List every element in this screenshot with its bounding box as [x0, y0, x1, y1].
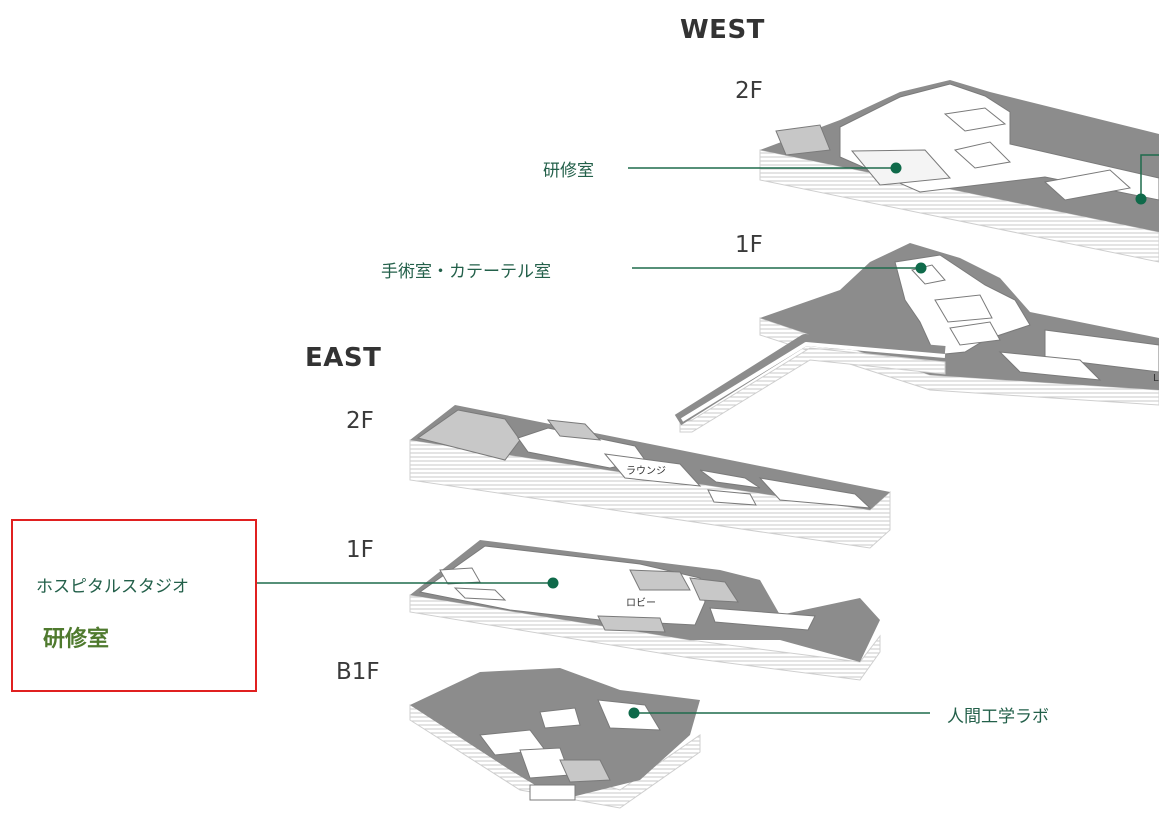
- west-2f-floor[interactable]: [759, 80, 1159, 263]
- highlight-box: [11, 519, 257, 692]
- leader-line-west-2f-right: [1140, 154, 1159, 199]
- east-floor-b1f-label: B1F: [336, 659, 380, 685]
- west-1f-floor[interactable]: [759, 243, 1159, 406]
- room-lobby: ロビー: [626, 597, 656, 609]
- label-east-b1-ergonomics[interactable]: 人間工学ラボ: [947, 707, 1049, 727]
- east-b1f-floor[interactable]: [409, 668, 701, 809]
- east-floor-1f-label: 1F: [346, 537, 374, 563]
- west-heading: WEST: [680, 15, 765, 45]
- room-lounge: ラウンジ: [626, 465, 666, 477]
- room-west-1f-partial: L: [1153, 373, 1159, 384]
- marker-west-2f-right[interactable]: [1135, 193, 1147, 205]
- east-1f-floor[interactable]: ロビー: [409, 540, 881, 681]
- marker-east-1f-studio[interactable]: [547, 577, 559, 589]
- west-floor-2f-label: 2F: [735, 78, 763, 104]
- east-floor-2f-label: 2F: [346, 408, 374, 434]
- label-east-1f-hospital-studio[interactable]: ホスピタルスタジオ: [36, 577, 189, 597]
- label-west-2f-training[interactable]: 研修室: [543, 161, 594, 181]
- east-2f-floor[interactable]: ラウンジ: [409, 405, 891, 549]
- marker-east-b1-ergonomics[interactable]: [628, 707, 640, 719]
- marker-west-1f-surgery[interactable]: [915, 262, 927, 274]
- connecting-corridor: [674, 334, 946, 433]
- label-east-1f-training[interactable]: 研修室: [43, 627, 110, 652]
- label-west-1f-surgery[interactable]: 手術室・カテーテル室: [381, 262, 551, 282]
- marker-west-2f-training[interactable]: [890, 162, 902, 174]
- west-floor-1f-label: 1F: [735, 232, 763, 258]
- east-heading: EAST: [305, 343, 382, 373]
